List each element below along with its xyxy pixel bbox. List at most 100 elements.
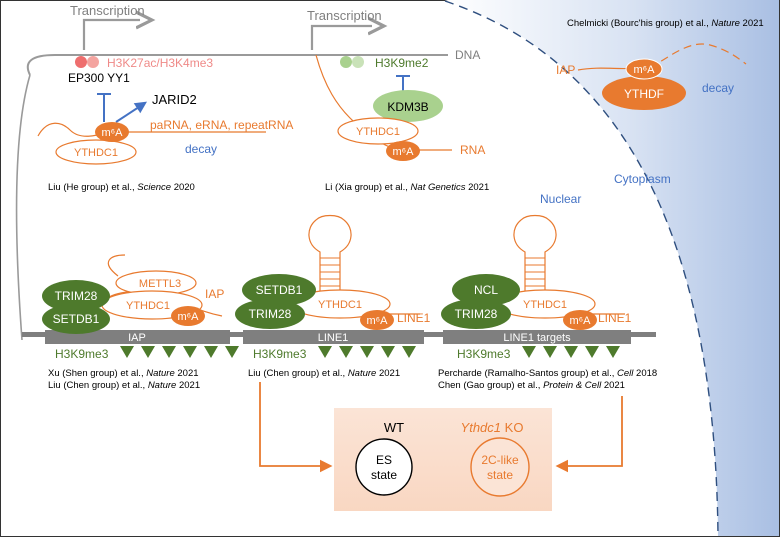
h3k9me3-marks-line1-targets bbox=[522, 346, 620, 358]
m6a-label: m⁶A bbox=[392, 146, 414, 158]
iap-element bbox=[45, 330, 230, 344]
2c-like-state-label: state bbox=[487, 468, 513, 482]
m6a-label: m⁶A bbox=[366, 315, 388, 327]
trim28-protein bbox=[441, 299, 511, 329]
h3k9me3-mark bbox=[183, 346, 197, 358]
m6a-label: m⁶A bbox=[177, 311, 199, 323]
m6a-label: m⁶A bbox=[569, 315, 591, 327]
h3k9me3-label: H3K9me3 bbox=[55, 347, 109, 361]
histone-mark-dot bbox=[87, 56, 99, 68]
ythdf-label: YTHDF bbox=[624, 87, 664, 101]
histone-mark-dot bbox=[75, 56, 87, 68]
line1-element-label: LINE1 bbox=[318, 332, 349, 344]
h3k9me3-mark bbox=[360, 346, 374, 358]
h3k9me3-marks-line1 bbox=[318, 346, 416, 358]
iap-rna-label: IAP bbox=[205, 287, 224, 301]
line1-targets-element bbox=[443, 330, 631, 344]
decay-label: decay bbox=[185, 142, 217, 156]
cytoplasm-label: Cytoplasm bbox=[614, 172, 671, 186]
setdb1-protein bbox=[42, 304, 110, 334]
citation-xu-shen: Xu (Shen group) et al., Nature 2021 bbox=[48, 368, 199, 379]
h3k9me3-mark bbox=[162, 346, 176, 358]
h3k9me3-label: H3K9me3 bbox=[253, 347, 307, 361]
ythdc1-label: YTHDC1 bbox=[523, 299, 567, 311]
h3k9me3-mark bbox=[204, 346, 218, 358]
es-state-label: state bbox=[371, 468, 397, 482]
transcription-arrow-2 bbox=[310, 26, 372, 50]
h3k9me2-label: H3K9me2 bbox=[375, 56, 429, 70]
rna-types-label: paRNA, eRNA, repeatRNA bbox=[150, 118, 293, 132]
wt-label: WT bbox=[384, 420, 404, 435]
citation-liu-chen-1: Liu (Chen group) et al., Nature 2021 bbox=[48, 380, 200, 391]
ythdc1-label: YTHDC1 bbox=[356, 126, 400, 138]
transcription-arrow-1 bbox=[82, 20, 140, 50]
rna-strand-decaying bbox=[649, 43, 747, 69]
h3k9me3-mark bbox=[543, 346, 557, 358]
ythdc1-protein bbox=[55, 139, 137, 165]
line1-targets-element-label: LINE1 targets bbox=[503, 332, 571, 344]
ythdc1-label: YTHDC1 bbox=[74, 147, 118, 159]
dna-label: DNA bbox=[455, 48, 480, 62]
ythdc1-label: YTHDC1 bbox=[126, 300, 170, 312]
m6a-node bbox=[386, 141, 420, 161]
decay-label: decay bbox=[702, 81, 734, 95]
m6a-label: m⁶A bbox=[633, 64, 655, 76]
es-state-node bbox=[355, 438, 413, 496]
activation-arrow bbox=[115, 101, 148, 123]
trim28-label: TRIM28 bbox=[55, 289, 98, 303]
rna-strand bbox=[107, 254, 126, 277]
line1-rna-label: LINE1 bbox=[598, 311, 632, 325]
cytoplasm-region bbox=[445, 0, 779, 536]
iap-label: IAP bbox=[556, 63, 575, 77]
2c-like-state-node bbox=[470, 437, 530, 497]
es-state-label: ES bbox=[376, 453, 392, 467]
h3k9me3-mark bbox=[141, 346, 155, 358]
citation-chelmicki: Chelmicki (Bourc'his group) et al., Natu… bbox=[567, 18, 764, 29]
setdb1-label: SETDB1 bbox=[53, 312, 100, 326]
trim28-protein bbox=[235, 299, 305, 329]
h3k9me3-label: H3K9me3 bbox=[457, 347, 511, 361]
inhibition-arrow bbox=[97, 93, 111, 122]
h3k27ac-h3k4me3-label: H3K27ac/H3K4me3 bbox=[107, 56, 213, 70]
h3k9me3-mark bbox=[402, 346, 416, 358]
transcription-label-2: Transcription bbox=[307, 8, 382, 23]
m6a-label: m⁶A bbox=[101, 127, 123, 139]
citation-liu-he: Liu (He group) et al., Science 2020 bbox=[48, 182, 195, 193]
iap-element-label: IAP bbox=[128, 332, 146, 344]
rna-stem-loop bbox=[308, 214, 352, 297]
rna-strand bbox=[315, 54, 452, 151]
citation-percharde: Percharde (Ramalho-Santos group) et al.,… bbox=[438, 368, 657, 379]
m6a-node bbox=[625, 58, 663, 80]
m6a-node bbox=[360, 310, 394, 330]
nuclear-label: Nuclear bbox=[540, 192, 581, 206]
citation-chen-gao: Chen (Gao group) et al., Protein & Cell … bbox=[438, 380, 625, 391]
h3k9me3-marks-iap bbox=[120, 346, 239, 358]
m6a-node bbox=[171, 306, 205, 326]
m6a-node bbox=[563, 310, 597, 330]
dna-line bbox=[26, 54, 448, 76]
kdm3b-label: KDM3B bbox=[387, 100, 428, 114]
2c-like-state-label: 2C-like bbox=[481, 453, 519, 467]
h3k9me3-mark bbox=[318, 346, 332, 358]
mettl3-label: METTL3 bbox=[139, 278, 181, 290]
h3k9me3-mark bbox=[606, 346, 620, 358]
h3k9me3-mark bbox=[522, 346, 536, 358]
h3k9me3-mark bbox=[339, 346, 353, 358]
line1-element bbox=[243, 330, 424, 344]
ythdf-protein bbox=[602, 76, 686, 110]
rna-stem-loop bbox=[513, 214, 557, 297]
ep300-yy1-label: EP300 YY1 bbox=[68, 71, 130, 85]
ythdc1-protein bbox=[337, 117, 419, 145]
setdb1-protein bbox=[242, 274, 316, 306]
jarid2-label: JARID2 bbox=[152, 92, 197, 107]
dna-left-loop bbox=[15, 74, 31, 341]
trim28-protein bbox=[42, 280, 110, 312]
transcription-label-1: Transcription bbox=[70, 3, 145, 18]
h3k9me3-mark bbox=[585, 346, 599, 358]
h3k9me3-mark bbox=[225, 346, 239, 358]
citation-liu-chen-2: Liu (Chen group) et al., Nature 2021 bbox=[248, 368, 400, 379]
h3k9me3-mark bbox=[120, 346, 134, 358]
citation-li-xia: Li (Xia group) et al., Nat Genetics 2021 bbox=[325, 182, 489, 193]
ythdc1-label: YTHDC1 bbox=[318, 299, 362, 311]
